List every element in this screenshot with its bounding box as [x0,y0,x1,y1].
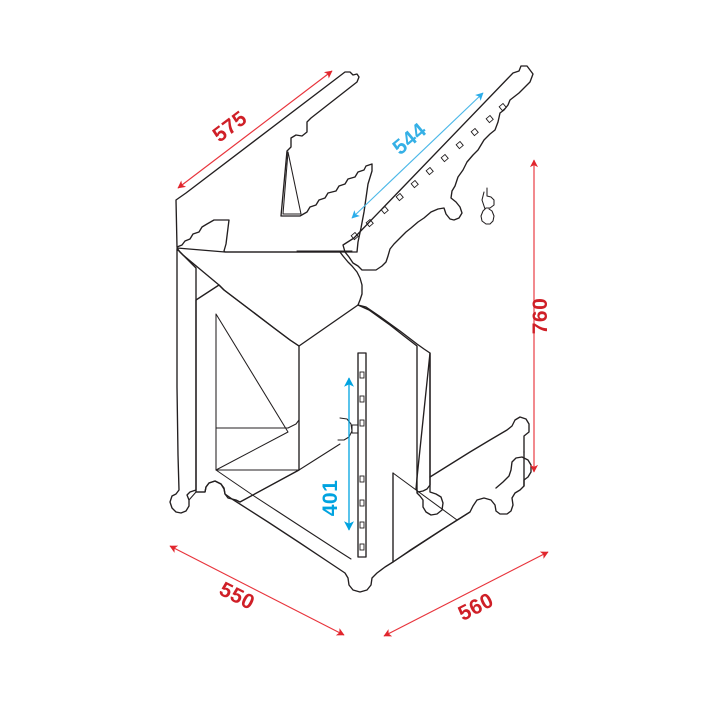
lower-shelf-front-edge [239,469,300,503]
dimension-760: 760 [529,159,552,473]
left-panel-triangle-opening [215,313,289,471]
rail-notch-holes [350,102,507,241]
stand-body-outline [169,65,534,593]
rail-latch-arm [481,191,486,210]
dimension-560: 560 [383,551,549,637]
right-lower-triangle-opening [392,472,458,563]
dimension-401: 401 [319,377,354,531]
front-left-upright [195,284,300,503]
dimension-560-line [383,551,549,637]
dimension-544: 544 [351,92,484,219]
dimension-575-label: 575 [209,107,252,147]
dimension-575-line [177,70,333,189]
rear-right-leg-detail [456,511,471,521]
dimension-560-label: 560 [455,589,498,626]
dimension-760-label: 760 [529,298,552,335]
dimension-550-label: 550 [215,578,258,615]
dimension-550-line [169,545,345,636]
right-rear-upright [416,352,444,516]
divider-mount-holes [359,371,365,551]
divider-latch-cut [337,417,353,441]
dimension-575: 575 [177,70,333,189]
left-slanted-side-panel [175,71,373,253]
dimension-401-label: 401 [319,480,342,517]
base-front-right-rail [392,451,525,563]
upper-deck-plate [176,247,363,347]
right-caster-foot [495,456,532,489]
base-rear-right-rail [429,416,530,478]
centre-divider-strip [357,352,367,558]
dimension-550: 550 [169,545,345,636]
rail-latch-hook [480,187,495,225]
base-shelf-front-edge [298,443,341,471]
right-front-upright [357,304,431,493]
dimension-544-label: 544 [388,118,431,159]
left-rear-leg [169,248,197,514]
dimension-544-line [351,92,484,219]
divider-notch-upper [351,424,359,434]
mid-shelf-plate [215,419,300,429]
left-caster-foot [188,491,197,501]
